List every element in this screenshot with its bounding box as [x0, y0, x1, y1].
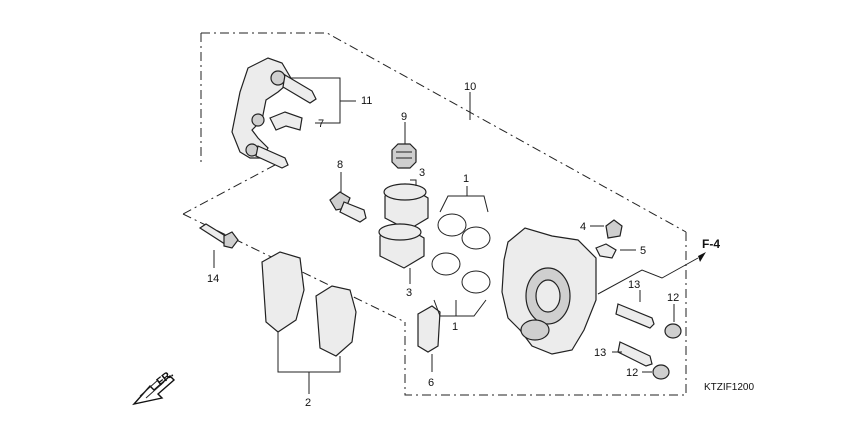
mounting-bolt[interactable]: [198, 223, 239, 249]
piston-lower[interactable]: [378, 223, 425, 269]
diagram-code: KTZIF1200: [704, 382, 754, 393]
callout-12-upper: 12: [667, 292, 679, 304]
callout-7: 7: [318, 118, 324, 130]
callout-3-upper: 3: [419, 167, 425, 179]
boot[interactable]: [391, 143, 417, 169]
callout-3-lower: 3: [406, 287, 412, 299]
callout-leaders: [213, 77, 699, 394]
slide-pin-lower[interactable]: [617, 341, 653, 367]
callout-8: 8: [337, 159, 343, 171]
front-direction-arrow: [132, 375, 176, 406]
callout-9: 9: [401, 111, 407, 123]
callout-14: 14: [207, 273, 219, 285]
ref-arrow: [698, 252, 706, 262]
piston-seal-set[interactable]: [431, 213, 491, 294]
callout-2: 2: [305, 397, 311, 409]
pin-bolt[interactable]: [329, 191, 367, 223]
callout-4: 4: [580, 221, 586, 233]
callout-13-upper: 13: [628, 279, 640, 291]
callout-11: 11: [361, 95, 372, 107]
piston-upper[interactable]: [383, 183, 429, 231]
callout-12-lower: 12: [626, 367, 638, 379]
pin-boot-upper[interactable]: [664, 323, 682, 339]
bleed-screw[interactable]: [605, 219, 623, 239]
reference-label: F-4: [702, 237, 720, 251]
pad-retainer[interactable]: [417, 305, 441, 353]
callout-1-lower: 1: [452, 321, 458, 333]
caliper-body[interactable]: [501, 227, 597, 355]
callout-1-upper: 1: [463, 173, 469, 185]
brake-pad-right[interactable]: [315, 285, 357, 357]
brake-pad-left[interactable]: [261, 251, 305, 333]
callout-5: 5: [640, 245, 646, 257]
callout-13-lower: 13: [594, 347, 606, 359]
pad-spring[interactable]: [269, 111, 303, 131]
callout-10: 10: [464, 81, 476, 93]
callout-6: 6: [428, 377, 434, 389]
bleeder-cap[interactable]: [595, 243, 617, 259]
front-label: FR.: [154, 368, 175, 388]
slide-pin-upper[interactable]: [615, 303, 655, 329]
caliper-bracket[interactable]: [231, 57, 317, 169]
pin-boot-lower[interactable]: [652, 364, 670, 380]
